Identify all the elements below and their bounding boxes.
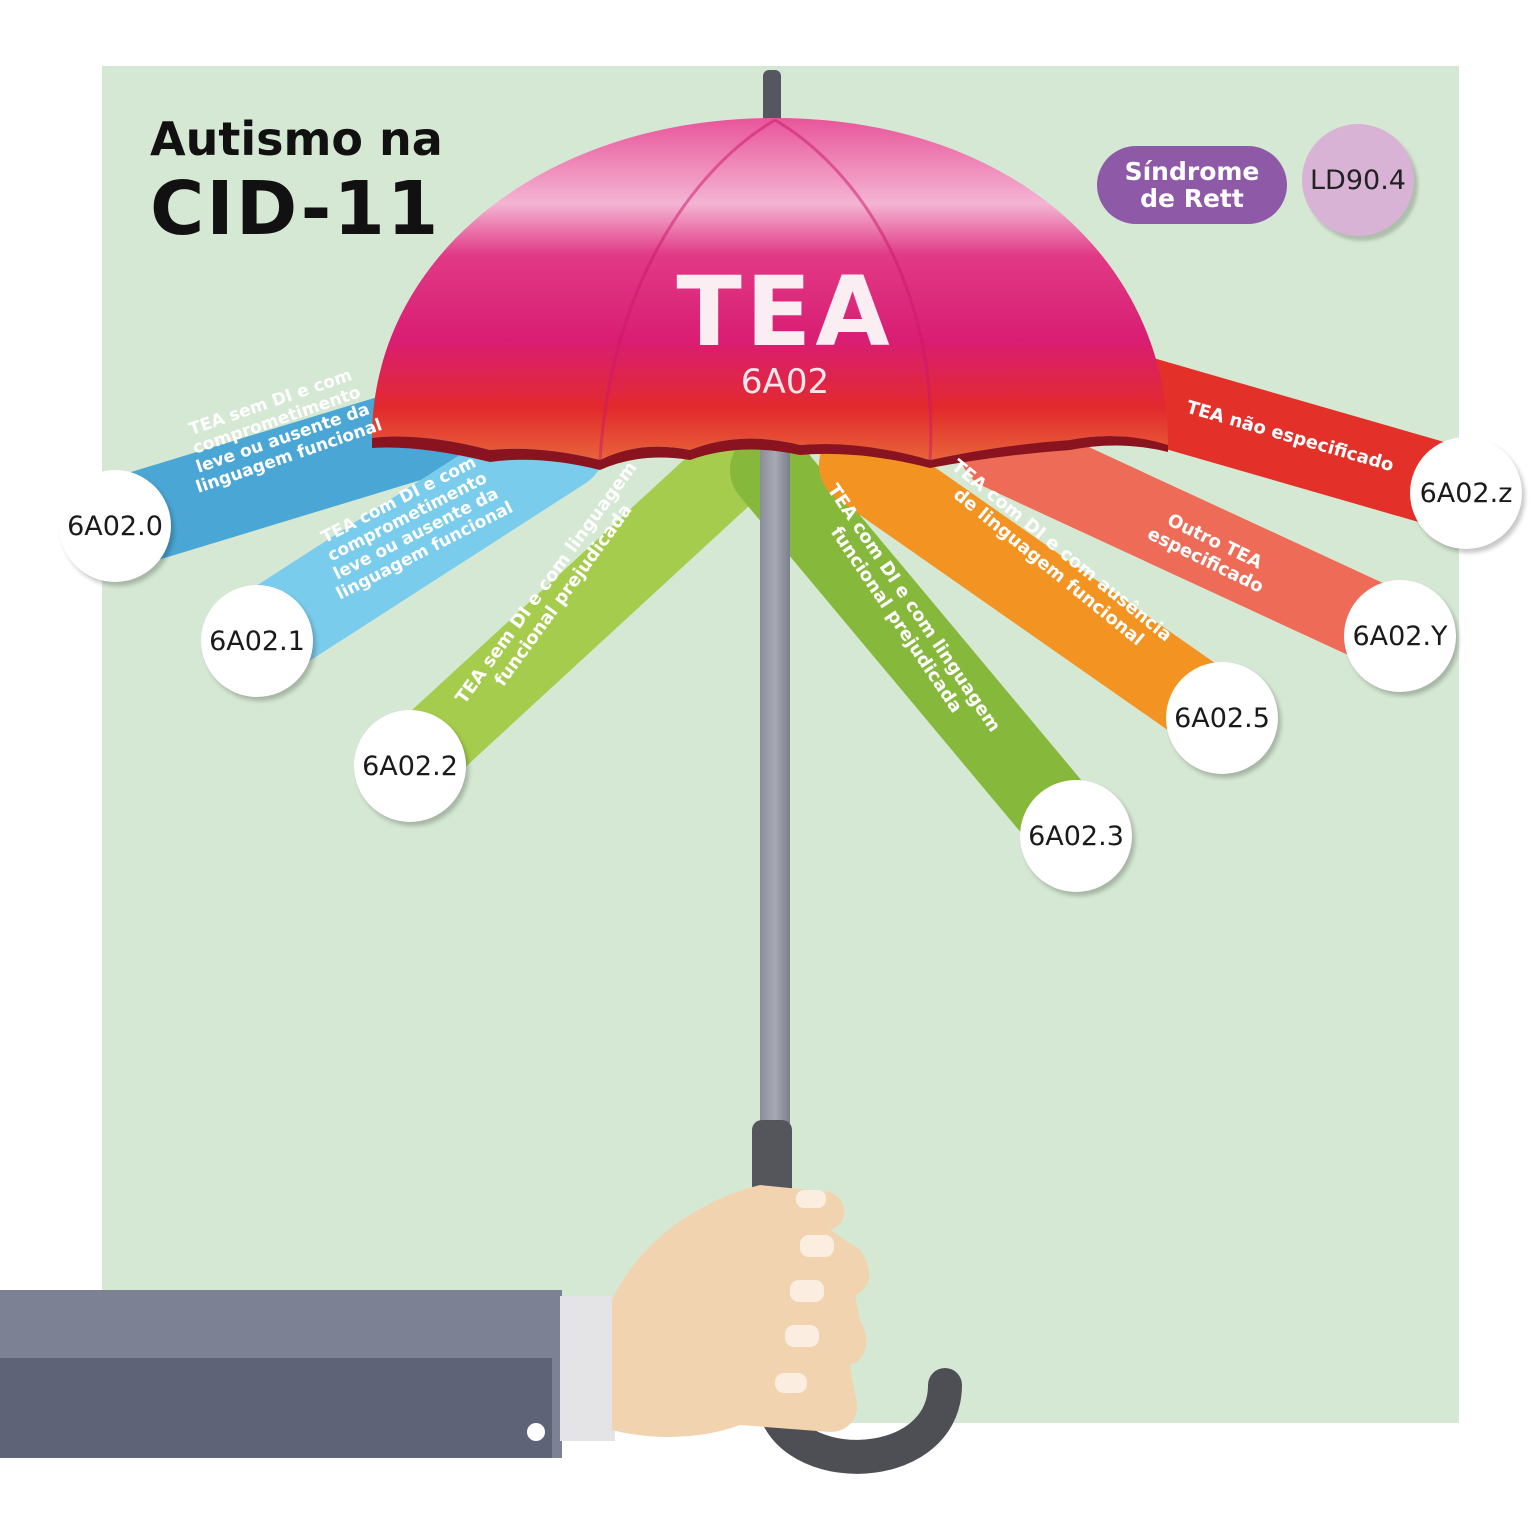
cuff-button <box>527 1423 545 1441</box>
umbrella-tip <box>763 70 781 130</box>
branch-ribbon-5 <box>960 410 1440 675</box>
umbrella-canopy <box>372 118 1168 460</box>
code-circle-1: 6A02.1 <box>201 585 313 697</box>
code-circle-0: 6A02.0 <box>59 470 171 582</box>
code-circle-6: 6A02.z <box>1410 437 1522 549</box>
canopy-rib <box>598 118 776 461</box>
title-line-2: CID-11 <box>150 166 441 252</box>
branch-ribbon-4 <box>819 424 1263 759</box>
rett-syndrome-code: LD90.4 <box>1302 124 1414 236</box>
umbrella-label: TEA <box>676 256 894 368</box>
shirt-cuff <box>560 1296 615 1441</box>
canopy-rib <box>774 118 933 461</box>
branch-ribbon-6 <box>1088 353 1508 534</box>
title-line-1: Autismo na <box>150 112 443 166</box>
code-circle-3: 6A02.3 <box>1020 780 1132 892</box>
umbrella-pole <box>760 430 790 1150</box>
branch-ribbon-3 <box>730 430 1115 875</box>
branch-ribbon-1 <box>211 399 606 686</box>
code-circle-2: 6A02.2 <box>354 710 466 822</box>
finger-nails <box>775 1190 834 1393</box>
canopy-edge <box>372 436 1168 470</box>
code-circle-5: 6A02.Y <box>1344 580 1456 692</box>
sleeve-shadow <box>0 1358 552 1458</box>
rett-syndrome-label: Síndrome de Rett <box>1097 146 1287 224</box>
code-circle-4: 6A02.5 <box>1166 662 1278 774</box>
page-title: Autismo na CID-11 <box>150 112 443 252</box>
umbrella-code: 6A02 <box>740 362 830 402</box>
branch-ribbon-2 <box>371 436 764 804</box>
